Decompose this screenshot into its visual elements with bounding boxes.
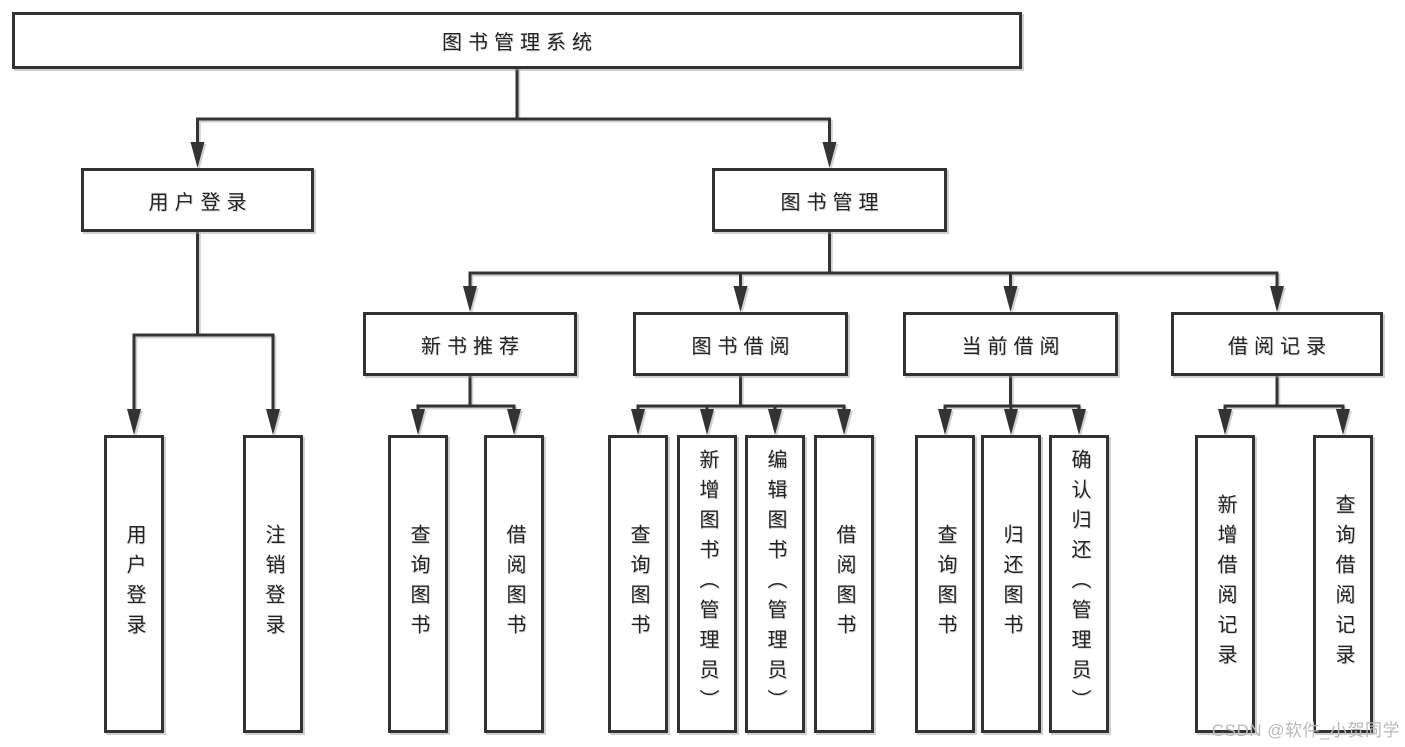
node-label: 新增图书（管理员） xyxy=(696,449,718,719)
arrowhead-icon xyxy=(127,409,141,435)
arrowhead-icon xyxy=(822,142,837,168)
arrowhead-icon xyxy=(1270,286,1284,312)
arrowhead-icon xyxy=(1072,409,1086,435)
node-leaf-r-query: 查询借阅记录 xyxy=(1313,435,1373,733)
node-label: 归还图书 xyxy=(1000,524,1022,644)
arrowhead-icon xyxy=(190,142,205,168)
node-leaf-c-confirm: 确认归还（管理员） xyxy=(1049,435,1109,733)
node-leaf-logout: 注销登录 xyxy=(243,435,303,733)
node-label: 图书管理系统 xyxy=(442,32,598,54)
arrowhead-icon xyxy=(266,409,280,435)
node-label: 注销登录 xyxy=(262,524,284,644)
node-label: 新书推荐 xyxy=(421,335,525,358)
node-root: 图书管理系统 xyxy=(12,12,1022,69)
node-label: 查询图书 xyxy=(627,524,649,644)
node-newbook: 新书推荐 xyxy=(363,312,577,376)
arrowhead-icon xyxy=(768,409,782,435)
node-label: 借阅记录 xyxy=(1228,335,1332,358)
arrowhead-icon xyxy=(837,409,851,435)
node-leaf-b-borrow: 借阅图书 xyxy=(814,435,874,733)
node-label: 确认归还（管理员） xyxy=(1068,449,1090,719)
arrowhead-icon xyxy=(507,409,521,435)
node-label: 当前借阅 xyxy=(961,335,1066,358)
arrowhead-icon xyxy=(631,409,645,435)
arrowhead-icon xyxy=(1218,409,1232,435)
node-label: 借阅图书 xyxy=(833,524,855,644)
node-label: 编辑图书（管理员） xyxy=(764,449,786,719)
arrowhead-icon xyxy=(411,409,425,435)
node-login: 用户登录 xyxy=(81,168,314,232)
arrowhead-icon xyxy=(1004,409,1018,435)
node-label: 新增借阅记录 xyxy=(1214,494,1236,674)
node-label: 用户登录 xyxy=(148,191,253,214)
node-records: 借阅记录 xyxy=(1171,312,1383,376)
node-label: 查询图书 xyxy=(407,524,429,644)
node-leaf-nb-query: 查询图书 xyxy=(388,435,448,733)
node-label: 图书管理 xyxy=(780,191,885,214)
node-label: 查询借阅记录 xyxy=(1332,494,1354,674)
arrowhead-icon xyxy=(938,409,952,435)
node-leaf-nb-borrow: 借阅图书 xyxy=(484,435,544,733)
node-current: 当前借阅 xyxy=(903,312,1118,376)
node-leaf-c-query: 查询图书 xyxy=(915,435,975,733)
node-leaf-c-return: 归还图书 xyxy=(981,435,1041,733)
arrowhead-icon xyxy=(1336,409,1350,435)
node-leaf-b-add: 新增图书（管理员） xyxy=(677,435,737,733)
node-label: 图书借阅 xyxy=(691,335,796,358)
node-label: 借阅图书 xyxy=(503,524,525,644)
node-leaf-b-edit: 编辑图书（管理员） xyxy=(745,435,805,733)
node-leaf-b-query: 查询图书 xyxy=(608,435,668,733)
arrowhead-icon xyxy=(700,409,714,435)
node-leaf-r-add: 新增借阅记录 xyxy=(1195,435,1255,733)
node-borrow: 图书借阅 xyxy=(633,312,848,376)
node-mgmt: 图书管理 xyxy=(712,168,947,232)
node-leaf-user-login: 用户登录 xyxy=(104,435,164,733)
arrowhead-icon xyxy=(1003,286,1018,312)
arrowhead-icon xyxy=(733,286,748,312)
node-label: 查询图书 xyxy=(934,524,956,644)
node-label: 用户登录 xyxy=(123,524,145,644)
watermark: CSDN @软件_小贺同学 xyxy=(1211,721,1400,740)
arrowhead-icon xyxy=(463,286,477,312)
